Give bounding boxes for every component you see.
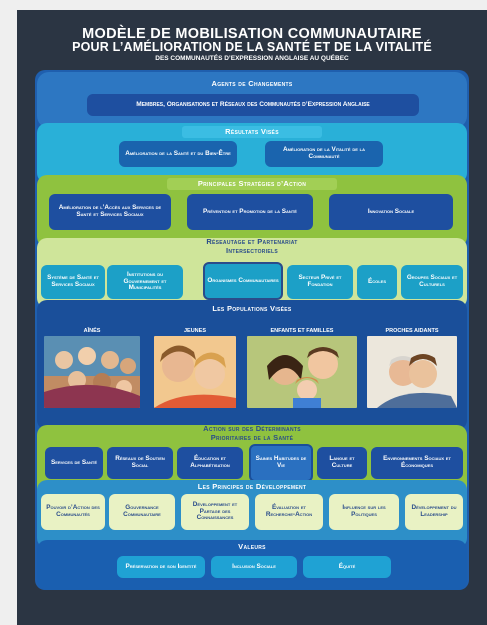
strategie-item: Amélioration de l’Accès aux Services de … [49,194,171,230]
subtitle: DES COMMUNAUTÉS D’EXPRESSION ANGLAISE AU… [155,55,349,62]
photo-label: JEUNES [183,328,206,334]
valeur-item: Inclusion Sociale [211,556,297,578]
principes-header: Les Principes de Développement [197,482,307,491]
principe-item: Évaluation et Recherche-Action [255,494,323,530]
determinants-header-line2: Prioritaires de la Santé [210,433,294,442]
principe-item: Gouvernance Communautaire [109,494,175,530]
principe-item: Développement du Leadership [405,494,463,530]
families-photo [247,336,357,408]
valeur-item: Préservation de son Identité [117,556,205,578]
determinant-item: Langue et Culture [317,447,367,479]
determinant-item: Éducation et Alphabétisation [177,447,243,479]
poster: MODÈLE DE MOBILISATION COMMUNAUTAIRE POU… [17,10,487,625]
resultat-item: Amélioration de la Vitalité de la Commun… [265,141,383,167]
valeur-item: Équité [303,556,391,578]
determinant-item: Saines Habitudes de Vie [249,444,313,482]
reseau-item: Système de Santé et Services Sociaux [41,265,105,299]
reseautage-header-line2: Intersectoriels [225,246,279,255]
determinant-item: Services de Santé [45,447,103,479]
agents-header: Agents de Changements [211,79,293,88]
principe-item: Pouvoir d’Action des Communautés [41,494,105,530]
determinants-header-line1: Action sur des Déterminants [203,424,301,433]
populations-header: Les Populations Visées [212,304,292,313]
title-line-1: MODÈLE DE MOBILISATION COMMUNAUTAIRE [82,26,422,42]
principe-item: Influence sur les Politiques [329,494,399,530]
title-line-2: POUR L’AMÉLIORATION DE LA SANTÉ ET DE LA… [72,40,432,54]
resultats-header: Résultats Visés [182,126,322,138]
agents-box: Membres, Organisations et Réseaux des Co… [87,94,419,116]
resultat-item: Amélioration de la Santé et du Bien-Être [119,141,237,167]
principe-item: Développement et Partage des Connaissanc… [181,494,249,530]
reseautage-header-line1: Réseautage et Partenariat [206,237,298,246]
photo-label: ENFANTS ET FAMILLES [270,328,334,334]
reseau-item: Écoles [357,265,397,299]
youth-photo [154,336,236,408]
reseau-item: Secteur Privé et Fondation [287,265,353,299]
strategie-item: Innovation Sociale [329,194,453,230]
valeurs-header: Valeurs [238,542,266,551]
determinant-item: Réseaux de Soutien Social [107,447,173,479]
reseau-item: Groupes Sociaux et Culturels [401,265,463,299]
seniors-photo [44,336,140,408]
determinant-item: Environnements Sociaux et Économiques [371,447,463,479]
photo-label: AÎNÉS [83,328,101,334]
strategie-item: Prévention et Promotion de la Santé [187,194,313,230]
reseau-item: Organismes Communautaires [203,262,283,300]
caregivers-photo [367,336,457,408]
photo-label: PROCHES AIDANTS [385,328,439,334]
reseau-item: Institutions du Gouvernement et Municipa… [107,265,183,299]
strategies-header: Principales Stratégies d’Action [167,178,337,190]
